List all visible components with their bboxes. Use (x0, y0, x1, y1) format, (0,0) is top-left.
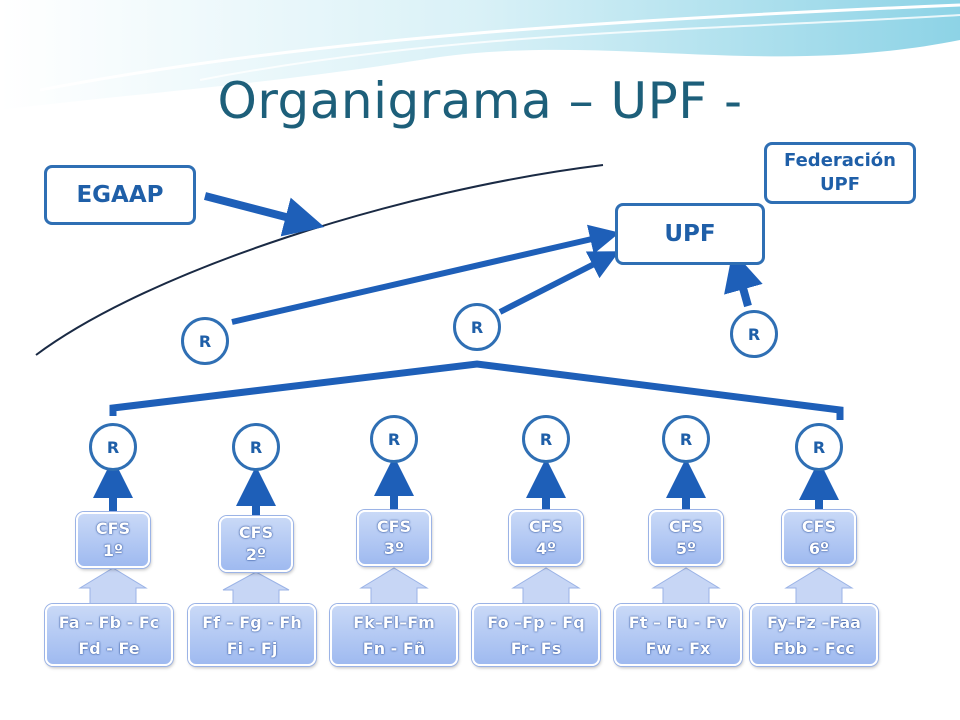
header-wave-background (0, 0, 960, 110)
cfs-box-2: CFS 2º (219, 516, 293, 572)
members-line2: Fbb - Fcc (773, 639, 855, 658)
egaap-box: EGAAP (44, 165, 196, 225)
cfs-label: CFS (801, 517, 837, 536)
roof-connector (109, 360, 844, 420)
members-box-5: Ft – Fu - Fv Fw - Fx (614, 604, 742, 666)
members-line1: Fa – Fb - Fc (58, 613, 160, 632)
page-title: Organigrama – UPF - (217, 72, 743, 130)
members-box-2: Ff – Fg - Fh Fi - Fj (188, 604, 316, 666)
members-box-1: Fa – Fb - Fc Fd - Fe (45, 604, 173, 666)
members-line2: Fd - Fe (78, 639, 140, 658)
cfs-label: CFS (376, 517, 412, 536)
arrow-r-right-to-upf (724, 250, 763, 308)
members-line2: Fn - Fñ (362, 639, 426, 658)
federacion-upf-box: Federación UPF (764, 142, 916, 204)
egaap-arrow (203, 192, 325, 237)
member-arrow-6 (784, 567, 854, 605)
members-box-3: Fk–Fl–Fm Fn - Fñ (330, 604, 458, 666)
r-circle-cfs6: R (795, 423, 843, 471)
arrow-r-center-to-upf (498, 251, 620, 315)
cfs-number: 5º (675, 539, 697, 558)
r-circle-cfs3: R (370, 415, 418, 463)
r-circle-upper-center: R (453, 303, 501, 351)
cfs-number: 1º (102, 541, 124, 560)
federacion-line1: Federación (784, 150, 896, 171)
cfs-box-1: CFS 1º (76, 512, 150, 568)
upf-box: UPF (615, 203, 765, 265)
cfs-number: 4º (535, 539, 557, 558)
members-box-6: Fy–Fz –Faa Fbb - Fcc (750, 604, 878, 666)
r-circle-upper-left: R (181, 317, 229, 365)
cfs-number: 6º (808, 539, 830, 558)
cfs-label: CFS (528, 517, 564, 536)
member-arrow-3 (359, 567, 429, 605)
cfs-box-5: CFS 5º (649, 510, 723, 566)
members-line2: Fi - Fj (226, 639, 278, 658)
members-line1: Fy–Fz –Faa (767, 613, 861, 632)
r-circle-upper-right: R (730, 310, 778, 358)
cfs-box-3: CFS 3º (357, 510, 431, 566)
members-line1: Ff – Fg - Fh (202, 613, 302, 632)
members-line2: Fw - Fx (645, 639, 711, 658)
r-circle-cfs1: R (89, 423, 137, 471)
boundary-curve (35, 164, 604, 356)
members-box-4: Fo –Fp - Fq Fr- Fs (472, 604, 600, 666)
member-arrow-5 (651, 567, 721, 605)
cfs-number: 2º (245, 545, 267, 564)
arrow-r-left-to-upf (231, 224, 620, 325)
cfs-label: CFS (238, 523, 274, 542)
cfs-box-6: CFS 6º (782, 510, 856, 566)
member-arrow-2 (222, 571, 290, 605)
cfs-label: CFS (95, 519, 131, 538)
r-circle-cfs2: R (232, 423, 280, 471)
cfs-box-4: CFS 4º (509, 510, 583, 566)
members-line1: Fo –Fp - Fq (487, 613, 585, 632)
member-arrow-4 (511, 567, 581, 605)
members-line2: Fr- Fs (510, 639, 562, 658)
cfs-label: CFS (668, 517, 704, 536)
r-circle-cfs5: R (662, 415, 710, 463)
member-arrow-1 (78, 567, 148, 605)
members-line1: Fk–Fl–Fm (353, 613, 435, 632)
federacion-line2: UPF (819, 174, 861, 195)
cfs-number: 3º (383, 539, 405, 558)
r-circle-cfs4: R (522, 415, 570, 463)
members-line1: Ft – Fu - Fv (628, 613, 728, 632)
